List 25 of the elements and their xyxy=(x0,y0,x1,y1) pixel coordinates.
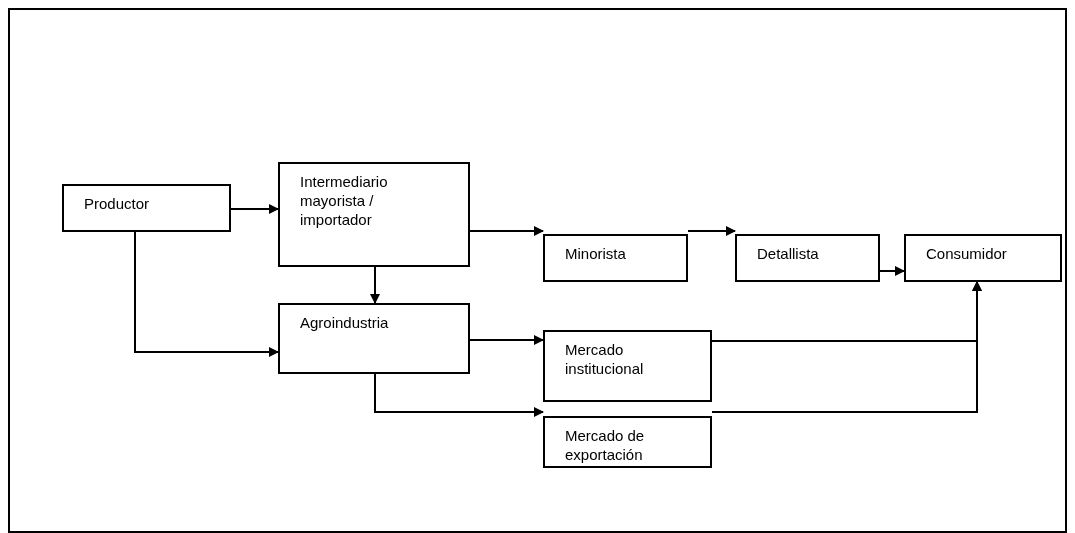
box-label: Agroindustria xyxy=(300,313,390,332)
process-box xyxy=(543,234,688,282)
arrow xyxy=(230,204,279,214)
arrow xyxy=(370,266,380,304)
box-label: Mercado institucional xyxy=(565,340,645,378)
process-box xyxy=(735,234,880,282)
arrow xyxy=(469,226,544,236)
arrow xyxy=(374,373,544,417)
box-label: Mercado de exportación xyxy=(565,426,646,464)
box-label: Consumidor xyxy=(926,244,1008,263)
box-label: Detallista xyxy=(757,244,820,263)
arrow xyxy=(134,231,279,357)
process-box xyxy=(543,330,712,402)
box-label: Productor xyxy=(84,194,151,213)
box-label: Minorista xyxy=(565,244,627,263)
process-box xyxy=(278,303,470,374)
process-box xyxy=(543,416,712,468)
arrow xyxy=(879,266,905,276)
process-box xyxy=(278,162,470,267)
box-label: Intermediario mayorista / importador xyxy=(300,172,389,229)
process-box xyxy=(62,184,231,232)
arrow xyxy=(469,335,544,345)
arrow xyxy=(687,226,736,236)
arrow xyxy=(711,281,982,413)
process-box xyxy=(904,234,1062,282)
